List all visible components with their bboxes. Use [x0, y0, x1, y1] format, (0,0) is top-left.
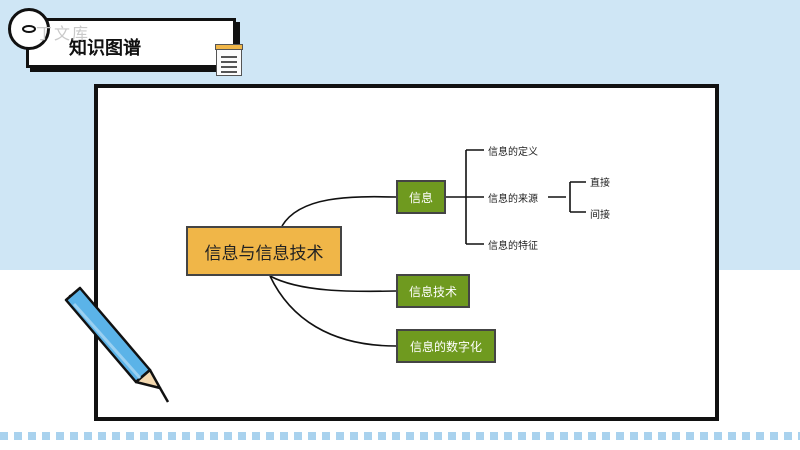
eye-icon [8, 8, 50, 50]
dashed-divider [0, 432, 800, 440]
document-icon-line [221, 56, 237, 58]
connector-root-tech [269, 275, 397, 293]
branch-node-info: 信息 [396, 180, 446, 214]
branch-node-digital: 信息的数字化 [396, 329, 496, 363]
connector-root-info [281, 195, 397, 227]
connector-source-bracket [548, 181, 586, 213]
branch-node-tech: 信息技术 [396, 274, 470, 308]
leaf-info-source: 信息的来源 [488, 194, 538, 205]
leaf-info-definition: 信息的定义 [488, 147, 538, 158]
pencil-body [64, 286, 152, 384]
page-title: 知识图谱 [69, 38, 141, 59]
pencil-tip [134, 368, 162, 390]
connector-info-bracket [446, 149, 484, 245]
pencil-highlight [72, 303, 142, 379]
eye-pupil [22, 25, 36, 33]
title-card: 知识图谱 [26, 18, 236, 68]
document-icon-line [221, 61, 237, 63]
leaf-source-indirect: 间接 [590, 210, 610, 221]
watermark-text: 丁文库 [36, 24, 91, 43]
document-icon [215, 44, 243, 76]
connector-root-digital [269, 275, 397, 347]
pencil-lead [158, 387, 170, 403]
leaf-source-direct: 直接 [590, 178, 610, 189]
mindmap-root-node: 信息与信息技术 [186, 226, 342, 276]
document-icon-line [221, 66, 237, 68]
leaf-info-feature: 信息的特征 [488, 241, 538, 252]
document-icon-line [221, 71, 237, 73]
document-icon-header [215, 44, 243, 50]
